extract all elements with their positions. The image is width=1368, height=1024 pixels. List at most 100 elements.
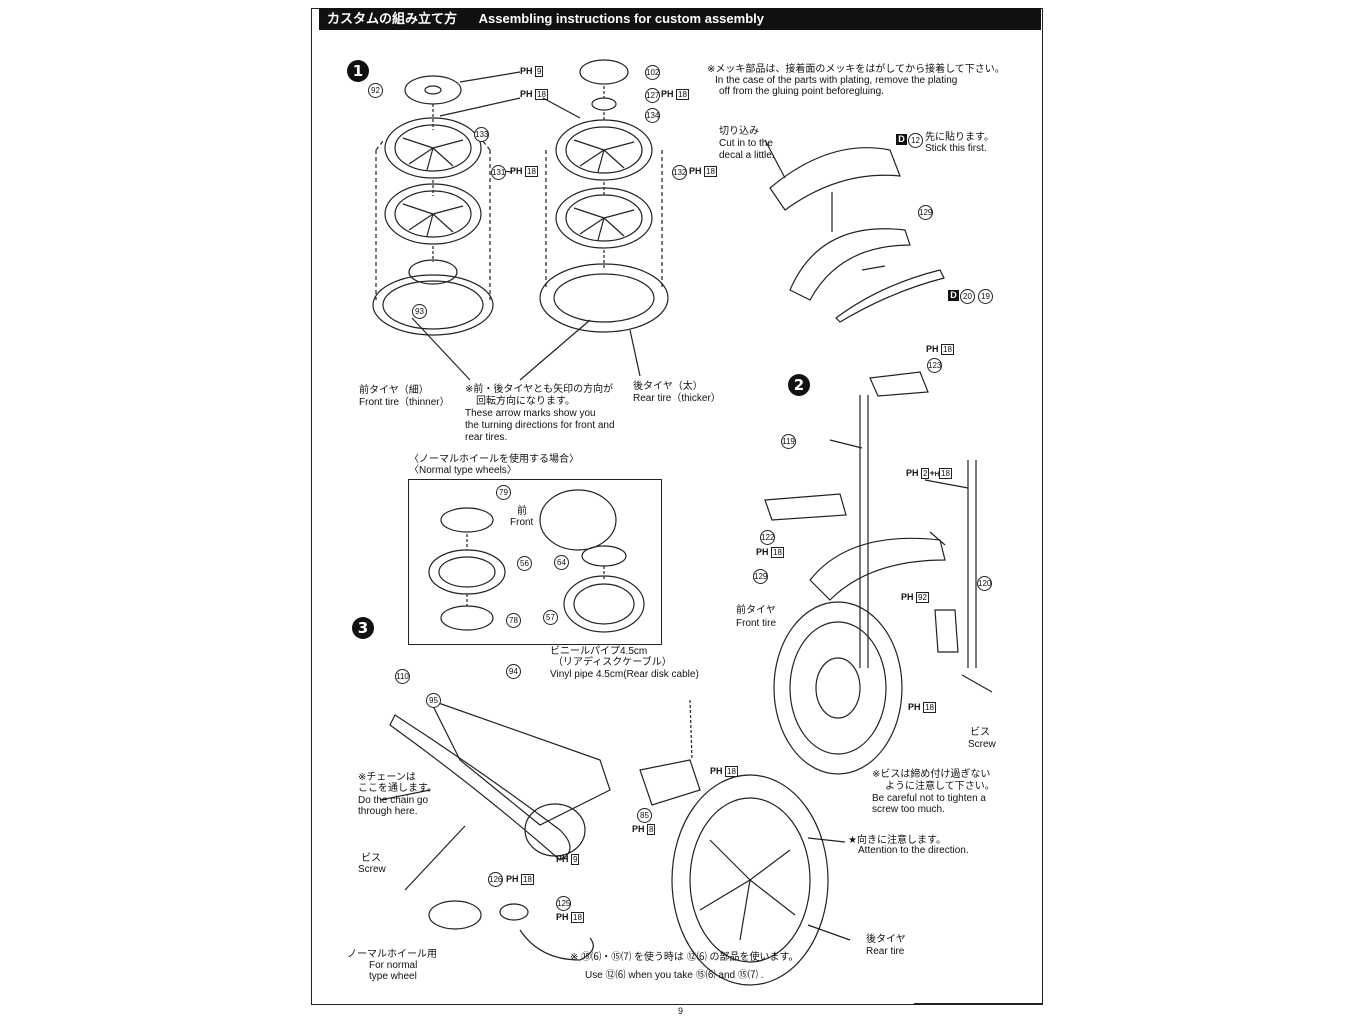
fork-left	[859, 395, 869, 668]
ph-label-i: PH 92	[901, 592, 929, 603]
rear-tire-en: Rear tire	[866, 946, 905, 957]
ph-value-f: 18	[941, 344, 954, 355]
screw-label-ja-2: ビス	[970, 727, 990, 738]
ph-value-b: 18	[535, 89, 548, 100]
ph-value-i: 92	[916, 592, 929, 603]
fork-fender	[809, 537, 946, 601]
part-19: 19	[978, 289, 993, 304]
normal-wheel-hub	[428, 900, 482, 930]
part-85: 85	[637, 808, 652, 823]
caliper	[934, 609, 959, 653]
cut-note-en-1: Cut in to the	[719, 138, 773, 149]
front-tire-thin-ja: 前タイヤ（細）	[359, 385, 429, 396]
page-number: 9	[678, 1006, 684, 1016]
normal-wheels-en: 〈Normal type wheels〉	[409, 465, 517, 476]
front-tire-thinner	[372, 274, 494, 336]
chain-note-en-1: Do the chain go	[358, 795, 429, 806]
ph-value-e: 18	[704, 166, 717, 177]
chain-lower	[519, 929, 594, 961]
part-57: 57	[543, 610, 558, 625]
screw-label-ja: ビス	[361, 853, 381, 864]
front-tire-thin-en: Front tire（thinner）	[359, 397, 450, 408]
screw-label-en-2: Screw	[968, 739, 996, 750]
front-label-ja: 前	[517, 506, 527, 517]
ph-label-c: PH 18	[510, 166, 538, 177]
corner-line	[914, 1003, 1042, 1004]
upper-bracket	[869, 371, 929, 397]
screw-caution-ja-1: ※ビスは締め付け過ぎない	[872, 769, 991, 780]
rear-tire-ja: 後タイヤ	[866, 934, 906, 945]
use-note-en: Use ⑫⑹ when you take ⑮⑹ and ⑮⑺ .	[585, 970, 764, 981]
ph-label-j: PH 18	[908, 702, 936, 713]
front-detail-circle	[539, 489, 617, 551]
chain-note-ja-1: ※チェーンは	[358, 772, 416, 783]
part-95: 95	[426, 693, 441, 708]
part-131: 131	[491, 165, 506, 180]
part-134: 134	[645, 108, 660, 123]
part-93: 93	[412, 304, 427, 319]
screw-caution-en-1: Be careful not to tighten a	[872, 793, 986, 804]
rear-sprocket	[524, 803, 586, 857]
part-133: 133	[474, 127, 489, 142]
header-title-ja: カスタムの組み立て方	[327, 11, 458, 26]
front-tire-assembled	[773, 601, 903, 775]
part-56: 56	[517, 556, 532, 571]
screw-caution-ja-2: ように注意して下さい。	[885, 781, 995, 792]
part-132: 132	[672, 165, 687, 180]
ph-label-d: PH 18	[661, 89, 689, 100]
normal-wheels-ja: 〈ノーマルホイールを使用する場合〉	[409, 454, 579, 465]
ph-value-m: 9	[571, 854, 580, 865]
caliper-bracket-85	[639, 759, 701, 806]
front-brake-disc-top	[404, 75, 462, 105]
front-wheel-half-upper	[384, 117, 482, 179]
rear-tire-thick-en: Rear tire（thicker）	[633, 393, 721, 404]
part-78: 78	[506, 613, 521, 628]
part-123: 123	[927, 358, 942, 373]
plating-note-ja: ※メッキ部品は、接着面のメッキをはがしてから接着して下さい。	[707, 64, 1005, 75]
chain	[389, 714, 571, 861]
ph-label-b: PH 18	[520, 89, 548, 100]
part-125: 125	[556, 896, 571, 911]
part-20: 20	[960, 289, 975, 304]
chain-note-en-2: through here.	[358, 806, 418, 817]
plating-note-en-1: In the case of the parts with plating, r…	[715, 75, 958, 86]
ph-value-d: 18	[676, 89, 689, 100]
normal-wheel-ja: ノーマルホイール用	[347, 949, 437, 960]
ph-value-g: 18	[771, 547, 784, 558]
normal-wheel-en-1: For normal	[369, 960, 418, 971]
part-127: 127	[645, 88, 660, 103]
part-102: 102	[645, 65, 660, 80]
rear-brake-disc	[579, 59, 629, 85]
fender-decal-top	[769, 147, 901, 211]
front-label-en: Front	[510, 517, 534, 528]
vinyl-pipe-en: Vinyl pipe 4.5cm(Rear disk cable)	[550, 669, 699, 680]
plating-note-en-2: off from the gluing point beforegluing.	[719, 86, 884, 97]
lower-bracket	[764, 493, 847, 521]
arrows-note-ja-2: 回転方向になります。	[476, 396, 575, 407]
part-129b: 129	[753, 569, 768, 584]
rear-tire-assembled	[671, 774, 829, 986]
axle-screw-rear	[404, 825, 466, 891]
front-fender	[789, 228, 911, 301]
ph-value-k: 18	[725, 766, 738, 777]
stick-first-en: Stick this first.	[925, 143, 987, 154]
stick-first-ja: 先に貼ります。	[925, 132, 994, 143]
rear-tire-thick-ja: 後タイヤ（太）	[633, 381, 703, 392]
cut-note-en-2: decal a little.	[719, 150, 775, 161]
front-wheel-half-lower	[384, 183, 482, 245]
part-94: 94	[506, 664, 521, 679]
swingarm	[428, 698, 611, 826]
ph-value-j: 18	[923, 702, 936, 713]
vinyl-pipe-sub-ja: （リアディスクケーブル）	[553, 657, 672, 668]
part-92: 92	[368, 83, 383, 98]
arrows-note-en-2: the turning directions for front and	[465, 420, 615, 431]
ph-value-n: 18	[521, 874, 534, 885]
ph-value-o: 18	[571, 912, 584, 923]
ph-value-a: 9	[535, 66, 544, 77]
step-1-badge: 1	[347, 60, 369, 82]
ph-label-a: PH 9	[520, 66, 544, 77]
screw-caution-en-2: screw too much.	[872, 804, 945, 815]
part-12: 12	[908, 133, 923, 148]
